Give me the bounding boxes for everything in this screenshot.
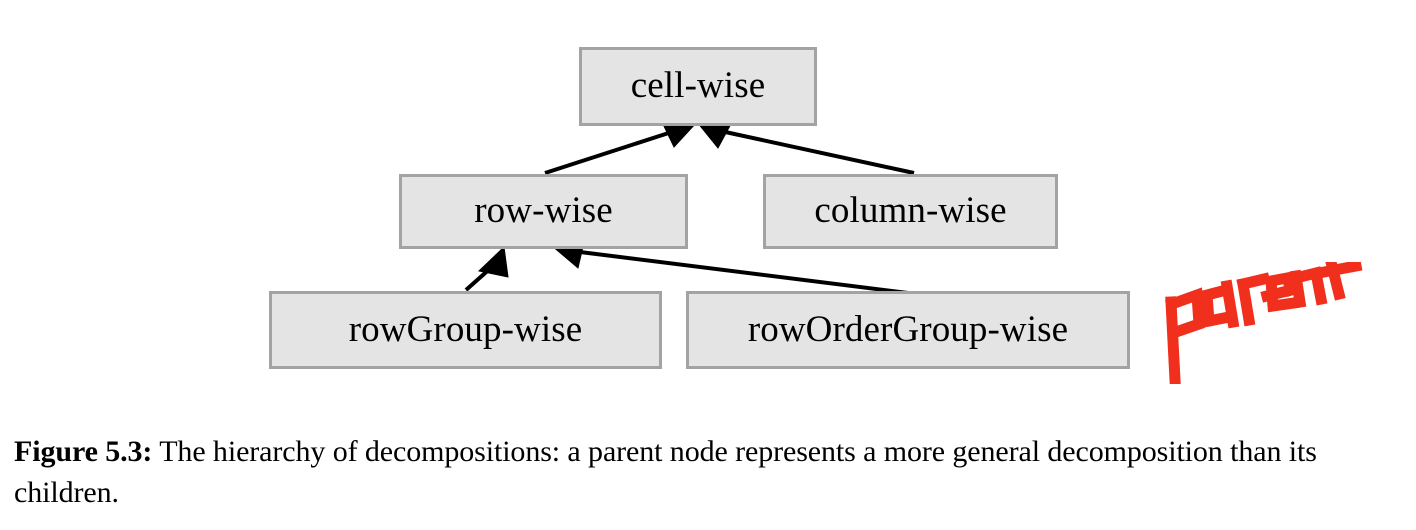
node-cell-wise[interactable]: cell-wise bbox=[579, 47, 817, 126]
node-row-wise[interactable]: row-wise bbox=[399, 174, 688, 249]
node-column-wise-label: column-wise bbox=[814, 190, 1007, 231]
decomposition-hierarchy-diagram: cell-wise row-wise column-wise rowGroup-… bbox=[269, 47, 1363, 384]
figure-caption-text: The hierarchy of decompositions: a paren… bbox=[14, 435, 1317, 509]
edge-column-wise-to-cell-wise bbox=[695, 119, 915, 175]
node-column-wise[interactable]: column-wise bbox=[763, 174, 1058, 249]
node-roworder-group-wise[interactable]: rowOrderGroup-wise bbox=[686, 291, 1130, 369]
node-cell-wise-label: cell-wise bbox=[630, 65, 766, 106]
node-rowgroup-wise[interactable]: rowGroup-wise bbox=[269, 291, 662, 369]
edge-rowgroup-wise-to-row-wise bbox=[464, 245, 509, 292]
node-row-wise-label: row-wise bbox=[474, 190, 613, 231]
node-roworder-group-wise-label: rowOrderGroup-wise bbox=[747, 308, 1069, 350]
edge-row-wise-to-cell-wise bbox=[544, 121, 699, 175]
handwritten-parent-annotation bbox=[1164, 262, 1363, 384]
figure-number-label: Figure 5.3: bbox=[14, 435, 153, 468]
node-rowgroup-wise-label: rowGroup-wise bbox=[348, 308, 583, 350]
figure-caption: Figure 5.3: The hierarchy of decompositi… bbox=[14, 432, 1404, 514]
